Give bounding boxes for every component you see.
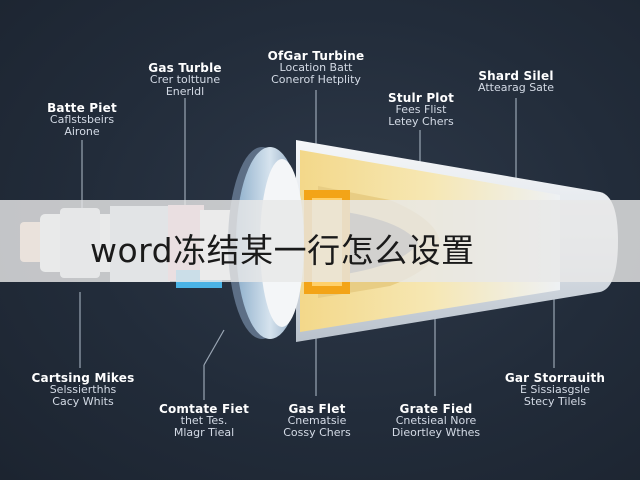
- label-line: Caflstsbeirs: [49, 113, 115, 126]
- label-title: Shard Silel: [478, 69, 554, 83]
- label-line: Airone: [64, 125, 100, 138]
- label-title: Gas Flet: [288, 402, 346, 416]
- label-line: Conerof Hetplity: [271, 73, 361, 86]
- label-title: OfGar Turbine: [267, 49, 365, 63]
- label-gas-flet: Gas Flet Cnematsie Cossy Chers: [262, 403, 372, 439]
- label-stulr-plot: Stulr Plot Fees Flist Letey Chers: [366, 92, 476, 128]
- label-line: Crer tolttune: [149, 73, 221, 86]
- label-title: Grate Fied: [399, 402, 473, 416]
- label-comtate-fiet: Comtate Fiet thet Tes. Mlagr Tieal: [146, 403, 262, 439]
- label-title: Batte Piet: [47, 101, 117, 115]
- label-gar-storrauith: Gar Storrauith E Sissiasgsle Stecy Tilel…: [490, 372, 620, 408]
- label-grate-fied: Grate Fied Cnetsieal Nore Dieortley Wthe…: [376, 403, 496, 439]
- title-banner: [0, 200, 640, 282]
- label-shard-silel: Shard Silel Attearag Sate: [456, 70, 576, 94]
- label-gas-turble: Gas Turble Crer tolttune Enerldl: [120, 62, 250, 98]
- label-title: Gas Turble: [148, 61, 222, 75]
- label-title: Cartsing Mikes: [31, 371, 135, 385]
- label-line: Attearag Sate: [477, 81, 554, 94]
- label-line: Mlagr Tieal: [173, 426, 235, 439]
- label-batte-piet: Batte Piet Caflstsbeirs Airone: [22, 102, 142, 138]
- label-line: Cnematsie: [287, 414, 347, 427]
- label-title: Comtate Fiet: [158, 402, 250, 416]
- label-line: Fees Flist: [395, 103, 447, 116]
- label-line: E Sissiasgsle: [519, 383, 590, 396]
- label-line: Location Batt: [279, 61, 353, 74]
- label-cartsing-mikes: Cartsing Mikes Selssierthhs Cacy Whits: [16, 372, 150, 408]
- label-line: Cnetsieal Nore: [395, 414, 477, 427]
- label-line: Stecy Tilels: [523, 395, 587, 408]
- label-ofgar-turbine: OfGar Turbine Location Batt Conerof Hetp…: [246, 50, 386, 86]
- label-line: Cacy Whits: [52, 395, 114, 408]
- label-line: thet Tes.: [180, 414, 228, 427]
- banner-title: word冻结某一行怎么设置: [90, 231, 475, 270]
- label-line: Letey Chers: [388, 115, 454, 128]
- label-line: Enerldl: [165, 85, 205, 98]
- label-line: Dieortley Wthes: [391, 426, 481, 439]
- label-title: Gar Storrauith: [504, 371, 606, 385]
- label-title: Stulr Plot: [387, 91, 455, 105]
- label-line: Cossy Chers: [283, 426, 351, 439]
- label-line: Selssierthhs: [49, 383, 117, 396]
